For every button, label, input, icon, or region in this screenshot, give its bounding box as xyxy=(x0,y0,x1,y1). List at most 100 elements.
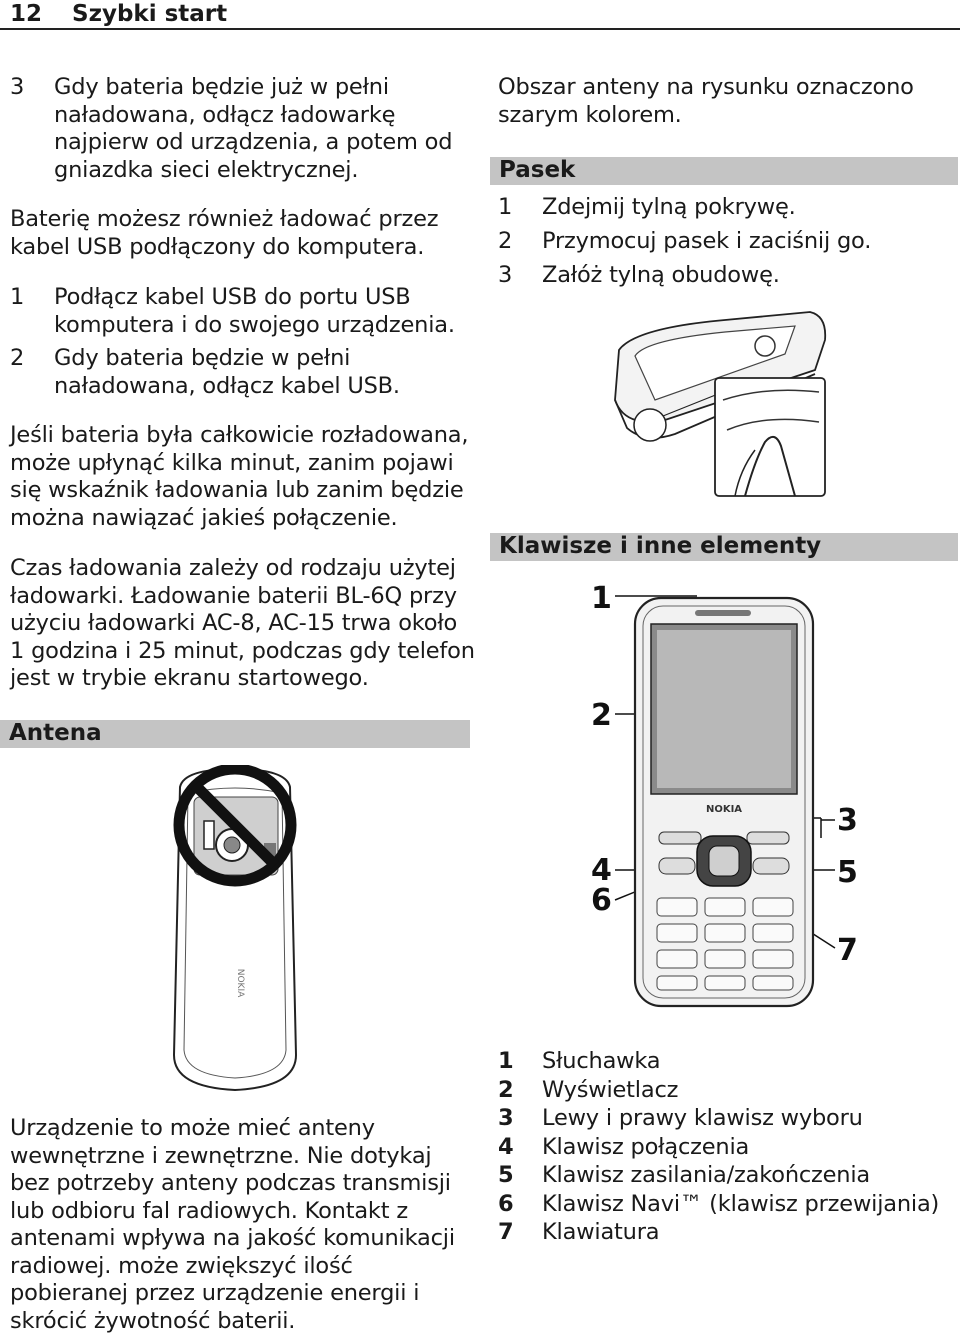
step-text: Zdejmij tylną pokrywę. xyxy=(542,194,796,220)
step-number: 1 xyxy=(498,194,513,220)
callout-4: 4 xyxy=(591,853,612,888)
text-line: radiowej. może zwiększyć ilość xyxy=(10,1252,353,1279)
text-line: naładowana, odłącz ładowarkę xyxy=(54,101,396,128)
text-line: użyciu ładowarki AC-8, AC-15 trwa około xyxy=(10,610,458,636)
legend-item: 7 Klawiatura xyxy=(498,1219,958,1248)
text-line: bez potrzeby anteny podczas transmisji xyxy=(10,1170,451,1196)
text-line: antenami wpływa na jakość komunikacji xyxy=(10,1225,455,1251)
step-text: Załóż tylną obudowę. xyxy=(542,262,780,288)
legend-item: 6 Klawisz Navi™ (klawisz przewijania) xyxy=(498,1191,958,1220)
right-selection-key xyxy=(746,831,790,845)
callout-3: 3 xyxy=(837,803,858,838)
legend-number: 4 xyxy=(498,1133,514,1160)
text-line: wewnętrzne i zewnętrzne. Nie dotykaj xyxy=(10,1142,432,1169)
text-line: ładowarki. Ładowanie baterii BL-6Q przy xyxy=(10,582,457,609)
text-line: 1 godzina i 25 minut, podczas gdy telefo… xyxy=(10,637,475,664)
discharged-battery-paragraph: Jeśli bateria była całkowicie rozładowan… xyxy=(10,422,480,532)
legend-text: Klawisz Navi™ (klawisz przewijania) xyxy=(542,1190,940,1217)
text-line: Gdy bateria będzie już w pełni xyxy=(54,74,389,100)
phone-keys-illustration: 1 2 3 4 5 6 7 NOKIA xyxy=(591,581,858,1008)
text-line: kabel USB podłączony do komputera. xyxy=(10,233,425,260)
text-line: pobieranej przez urządzenie energii i xyxy=(10,1280,420,1306)
phone-back-inner-edge xyxy=(183,787,287,1079)
text-line: szarym kolorem. xyxy=(498,101,682,128)
phone-brand-logo: NOKIA xyxy=(706,804,742,815)
page-number: 12 xyxy=(10,1,43,27)
flash-icon xyxy=(203,820,215,850)
callout-5: 5 xyxy=(837,855,858,890)
back-brand-logo: NOKIA xyxy=(235,969,245,998)
keypad xyxy=(656,897,794,991)
callout-1: 1 xyxy=(591,581,612,616)
text-line: Urządzenie to może mieć anteny xyxy=(10,1115,375,1141)
text-line: może upłynąć kilka minut, zanim pojawi xyxy=(10,449,454,476)
callout-6: 6 xyxy=(591,883,612,918)
text-line: Czas ładowania zależy od rodzaju użytej xyxy=(10,555,456,581)
prohibition-sign xyxy=(173,765,297,887)
step-number: 3 xyxy=(10,74,25,100)
strap-step: 1 Zdejmij tylną pokrywę. xyxy=(498,194,958,228)
legend-item: 4 Klawisz połączenia xyxy=(498,1134,958,1163)
legend-number: 6 xyxy=(498,1190,514,1217)
callout-2: 2 xyxy=(591,698,612,733)
step-text: Przymocuj pasek i zaciśnij go. xyxy=(542,228,872,254)
legend-number: 3 xyxy=(498,1105,514,1131)
legend-number: 5 xyxy=(498,1162,514,1188)
text-line: Podłącz kabel USB do portu USB xyxy=(54,284,411,310)
end-key xyxy=(752,857,790,875)
legend-text: Klawisz zasilania/zakończenia xyxy=(542,1162,870,1188)
text-line: najpierw od urządzenia, a potem od xyxy=(54,129,453,155)
call-key xyxy=(658,857,696,875)
legend-number: 1 xyxy=(498,1048,514,1074)
text-line: skrócić żywotność baterii. xyxy=(10,1307,296,1334)
text-line: lub odbioru fal radiowych. Kontakt z xyxy=(10,1197,408,1224)
step-number: 1 xyxy=(10,284,25,310)
strap-hole-magnifier xyxy=(633,408,667,442)
antenna-paragraph: Urządzenie to może mieć anteny wewnętrzn… xyxy=(10,1115,480,1335)
charging-time-paragraph: Czas ładowania zależy od rodzaju użytej … xyxy=(10,555,480,693)
strap-step: 3 Załóż tylną obudowę. xyxy=(498,262,958,296)
text-line: Jeśli bateria była całkowicie rozładowan… xyxy=(10,422,469,448)
legend-text: Wyświetlacz xyxy=(542,1076,679,1103)
text-line: Baterię możesz również ładować przez xyxy=(10,206,439,232)
charging-step-3: 3 Gdy bateria będzie już w pełni naładow… xyxy=(10,74,470,186)
step-number: 3 xyxy=(498,262,513,288)
antenna-illustration: NOKIA xyxy=(172,765,298,1092)
antenna-note: Obszar anteny na rysunku oznaczono szary… xyxy=(498,74,958,129)
text-line: komputera i do swojego urządzenia. xyxy=(54,311,455,338)
text-line: Obszar anteny na rysunku oznaczono xyxy=(498,74,914,100)
legend-number: 2 xyxy=(498,1076,514,1103)
text-line: gniazdka sieci elektrycznej. xyxy=(54,156,359,183)
legend-item: 1 Słuchawka xyxy=(498,1048,958,1077)
text-line: naładowana, odłącz kabel USB. xyxy=(54,372,400,399)
legend-text: Lewy i prawy klawisz wyboru xyxy=(542,1105,863,1131)
usb-step-1: 1 Podłącz kabel USB do portu USB kompute… xyxy=(10,284,470,340)
text-line: Gdy bateria będzie w pełni xyxy=(54,345,351,371)
legend-text: Klawisz połączenia xyxy=(542,1133,750,1160)
text-line: się wskaźnik ładowania lub zanim będzie xyxy=(10,477,464,503)
header-divider xyxy=(0,28,960,30)
usb-charging-intro: Baterię możesz również ładować przez kab… xyxy=(10,206,470,261)
callout-7: 7 xyxy=(837,933,858,968)
strap-step: 2 Przymocuj pasek i zaciśnij go. xyxy=(498,228,958,262)
text-line: jest w trybie ekranu startowego. xyxy=(10,665,369,691)
step-number: 2 xyxy=(10,345,25,371)
left-selection-key xyxy=(658,831,702,845)
section-title: Szybki start xyxy=(72,1,228,27)
legend-number: 7 xyxy=(498,1219,514,1245)
legend-text: Klawiatura xyxy=(542,1219,660,1245)
text-line: można nawiązać jakieś połączenie. xyxy=(10,504,398,531)
usb-step-2: 2 Gdy bateria będzie w pełni naładowana,… xyxy=(10,345,470,401)
legend-item: 5 Klawisz zasilania/zakończenia xyxy=(498,1162,958,1191)
earpiece xyxy=(695,610,751,616)
step-number: 2 xyxy=(498,228,513,254)
keys-heading: Klawisze i inne elementy xyxy=(490,533,958,561)
strap-heading: Pasek xyxy=(490,157,958,185)
strap-loop xyxy=(744,435,796,497)
legend-item: 3 Lewy i prawy klawisz wyboru xyxy=(498,1105,958,1134)
strap-illustration xyxy=(614,311,827,497)
antenna-heading: Antena xyxy=(0,720,470,748)
strap-steps: 1 Zdejmij tylną pokrywę. 2 Przymocuj pas… xyxy=(498,194,958,288)
legend-item: 2 Wyświetlacz xyxy=(498,1077,958,1106)
legend-text: Słuchawka xyxy=(542,1048,661,1074)
